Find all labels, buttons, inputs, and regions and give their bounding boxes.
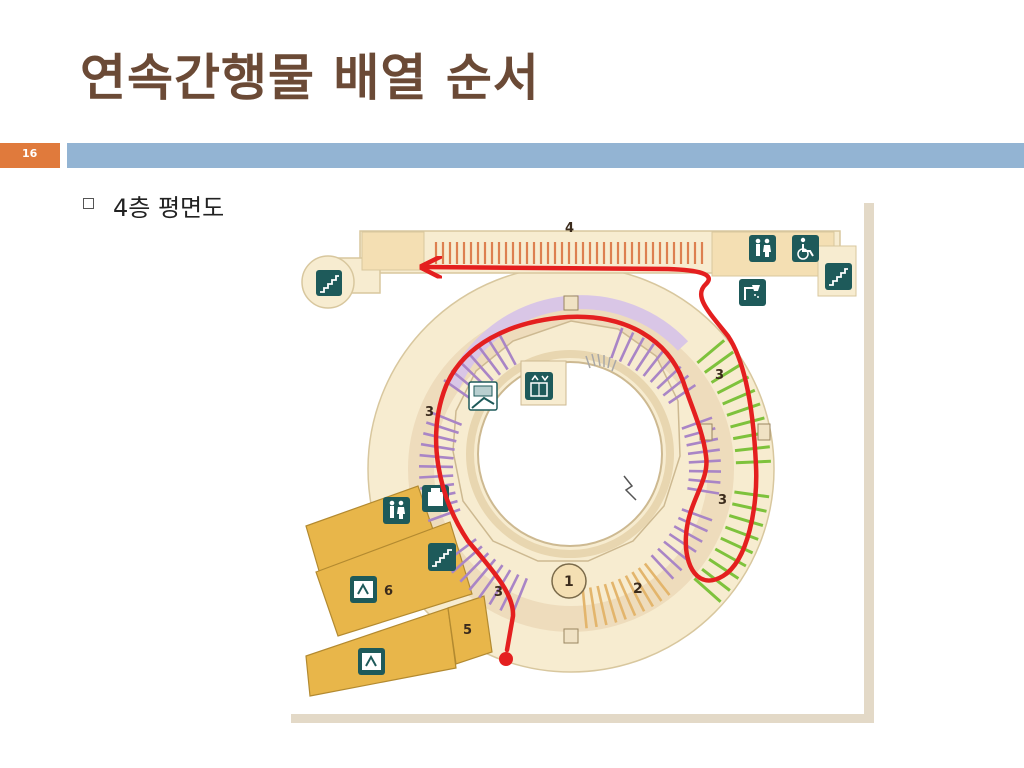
bullet-square-icon [83,198,94,209]
shelf-row [418,465,454,469]
shelf-row [668,384,697,405]
zone-label-right-upper: 3 [715,368,724,383]
page-number: 16 [22,147,38,160]
shelf-row [427,508,461,523]
room-label-5: 5 [463,623,472,638]
floor-plan: 4 3 3 3 3 1 2 6 5 [290,198,862,712]
shelf-row [731,502,767,513]
shelf-row [735,459,771,465]
shelf-row [663,540,691,563]
shower-icon [739,279,766,306]
shelf-row [610,581,627,620]
restroom-icon-lower [383,497,410,524]
room-5 [447,595,493,665]
shelf-row [486,337,509,371]
bullet-text: 4층 평면도 [113,194,225,222]
shelf-row [693,577,722,603]
shelf-row [429,410,463,427]
shelf-row [734,445,770,453]
shelf-row [714,547,747,568]
radial-shelves [418,327,771,629]
shelf-row [703,350,735,374]
top-left-room [361,231,425,271]
shelf-row [627,337,645,367]
stairs-icon [316,270,342,296]
projector-icon-lower [358,648,385,675]
shelf-row [497,331,517,366]
shelf-row [624,575,646,612]
shelf-row [710,362,743,384]
route-start-dot [499,652,513,666]
shelf-row [603,583,618,623]
atrium-void [477,361,663,547]
shelf-row [617,578,637,617]
shelf-row [681,508,713,522]
shelf-row [657,547,683,572]
shelf-row [631,571,655,608]
shelf-row [642,349,665,377]
room-label-6: 6 [384,584,393,599]
shelf-row [668,533,697,553]
shelf-row [478,564,504,599]
shelf-row [696,339,726,365]
shelf-row [425,421,459,435]
shelf-row [476,344,502,376]
projector-icon [350,576,377,603]
shelf-row [635,343,655,372]
header-bar [67,143,1024,168]
shelf-row [581,588,588,629]
shelf-row [728,514,764,527]
shelf-row [419,474,454,479]
route-path [424,267,759,653]
shelf-row [730,416,765,429]
zone-label-lower-right: 2 [633,581,643,597]
zone-label-right-lower: 3 [718,493,727,508]
shelf-row [596,585,608,626]
shelf-row [677,516,709,533]
shelf-row [488,569,512,606]
shelf-row [650,554,675,580]
terminal-icon [468,381,498,411]
elevator-icon [525,372,553,400]
zone-label-top: 4 [565,221,574,236]
shelf-row [720,536,754,555]
page-number-box [0,143,60,168]
stairs-icon-right [825,263,852,290]
shelf-row [422,432,457,443]
shelf-row [468,558,497,591]
shelf-row [687,487,720,495]
shelf-row [610,327,624,359]
shelf-row [649,357,674,383]
restroom-icon [749,235,776,262]
shelf-row [643,562,671,596]
wheelchair-icon [792,235,819,262]
top-shelves [434,242,704,264]
shelf-row [637,567,663,602]
info-desk [551,563,587,599]
slide-title: 연속간행물 배열 순서 [80,49,540,107]
shelf-row [708,558,740,580]
zone-label-left: 3 [425,405,434,420]
spiral-stairs [585,353,617,372]
zone-label-left-lower: 3 [494,585,503,600]
break-mark [623,475,637,501]
shelf-row [734,490,770,499]
atrium-ring [466,350,674,558]
shelf-row [618,331,635,363]
zone-label-center: 1 [564,574,574,590]
shelf-row [724,525,759,541]
stairs-icon-lower [428,543,456,571]
shelf-row [726,402,761,417]
shelf-row [467,352,494,382]
shelf-row [588,587,598,628]
